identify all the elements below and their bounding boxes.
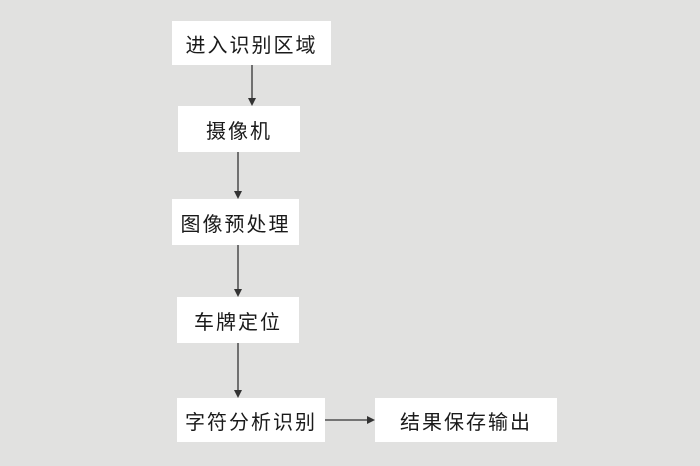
node-plate-locate: 车牌定位 — [177, 297, 299, 343]
node-save-output: 结果保存输出 — [375, 398, 557, 442]
node-enter-recognition-zone: 进入识别区域 — [172, 21, 331, 65]
node-label: 图像预处理 — [180, 211, 291, 236]
node-label: 车牌定位 — [194, 309, 282, 334]
node-label: 字符分析识别 — [185, 409, 317, 434]
node-image-preprocess: 图像预处理 — [172, 199, 299, 245]
node-character-recognition: 字符分析识别 — [177, 398, 325, 442]
node-label: 结果保存输出 — [400, 409, 532, 434]
node-camera: 摄像机 — [178, 106, 300, 152]
node-label: 进入识别区域 — [185, 32, 318, 57]
node-label: 摄像机 — [206, 118, 272, 143]
